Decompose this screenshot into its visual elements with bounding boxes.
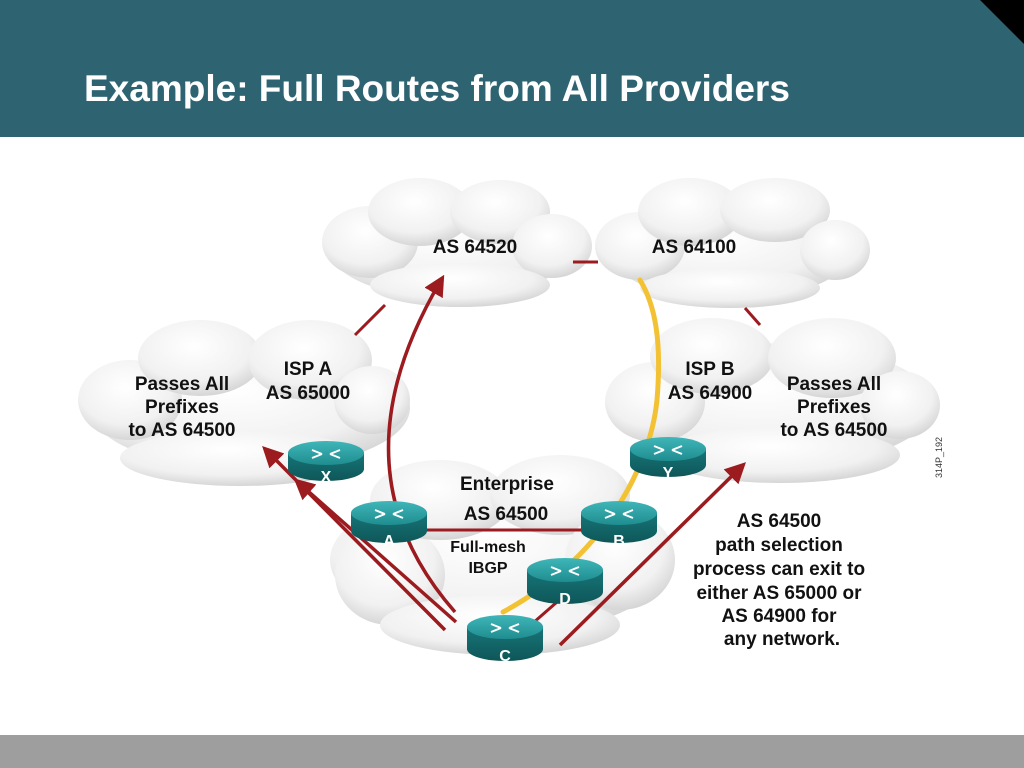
provider-links — [353, 260, 762, 337]
path-selection-line4: either AS 65000 or — [696, 583, 862, 604]
right-passes-line1: Passes All — [787, 374, 881, 395]
arrow-c-to-as64520 — [386, 274, 457, 614]
route-arrows — [262, 274, 746, 647]
router-y: Y — [630, 437, 706, 482]
router-d-label: D — [559, 591, 571, 608]
router-b: B — [581, 501, 657, 550]
router-d: D — [527, 558, 603, 608]
as64100-label: AS 64100 — [652, 237, 737, 258]
enterprise-name: Enterprise — [460, 474, 554, 495]
figure-id: 314P_192 — [934, 437, 944, 478]
router-b-label: B — [613, 533, 625, 550]
left-passes-line2: Prefixes — [145, 397, 219, 418]
isp-a-name: ISP A — [284, 359, 333, 380]
router-c: C — [467, 615, 543, 665]
path-selection-line1: AS 64500 — [737, 511, 822, 532]
header-corner-decoration — [980, 0, 1024, 44]
router-arrows-icon — [311, 449, 341, 459]
ibgp-line2: IBGP — [468, 560, 507, 577]
arrow-c-to-x — [293, 478, 458, 624]
router-arrows-icon — [374, 509, 404, 519]
as64520-label: AS 64520 — [433, 237, 518, 258]
arrow-c-to-isp-b — [558, 462, 746, 647]
router-arrows-icon — [490, 623, 520, 633]
router-arrows-icon — [604, 509, 634, 519]
router-a: A — [351, 501, 427, 550]
enterprise-as: AS 64500 — [464, 504, 549, 525]
cloud-as64520 — [322, 178, 592, 307]
right-passes-line3: to AS 64500 — [780, 420, 887, 441]
router-arrows-icon — [653, 445, 683, 455]
footer-bar — [0, 735, 1024, 768]
cloud-as64100 — [595, 178, 870, 308]
left-passes-line3: to AS 64500 — [128, 420, 235, 441]
router-x-label: X — [321, 469, 332, 486]
router-x: X — [288, 441, 364, 486]
isp-b-as: AS 64900 — [668, 383, 753, 404]
ibgp-line1: Full-mesh — [450, 539, 526, 556]
slide-title: Example: Full Routes from All Providers — [84, 68, 790, 109]
path-selection-line2: path selection — [715, 535, 843, 556]
isp-b-name: ISP B — [685, 359, 734, 380]
title-bar: Example: Full Routes from All Providers — [0, 0, 1024, 137]
router-y-label: Y — [663, 465, 674, 482]
left-passes-line1: Passes All — [135, 374, 229, 395]
router-c-label: C — [499, 648, 511, 665]
path-selection-line3: process can exit to — [693, 559, 865, 580]
router-arrows-icon — [550, 566, 580, 576]
right-passes-line2: Prefixes — [797, 397, 871, 418]
router-a-label: A — [383, 533, 395, 550]
path-selection-line6: any network. — [724, 629, 840, 650]
path-selection-line5: AS 64900 for — [721, 606, 837, 627]
isp-a-as: AS 65000 — [266, 383, 351, 404]
